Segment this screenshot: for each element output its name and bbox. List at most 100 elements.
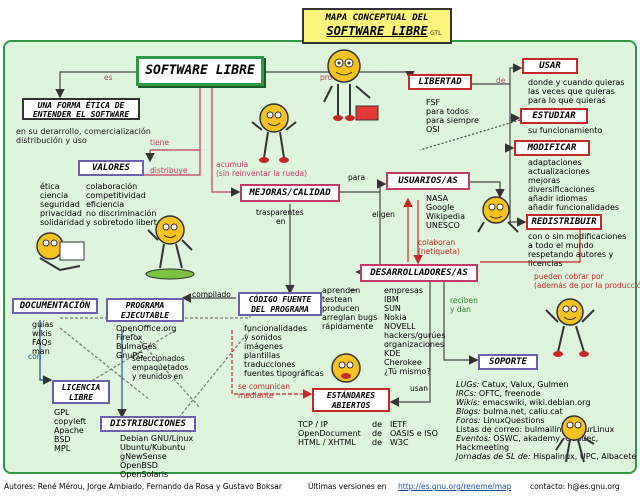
link-distribuye: [120, 150, 201, 176]
soporte-row-value: bulma.net, caliu.cat: [483, 407, 563, 416]
title-line-1: MAPA CONCEPTUAL DEL: [325, 13, 429, 23]
mascot-megaphone-icon: [477, 196, 519, 233]
label-colaboran: colaboran (netiqueta): [418, 238, 460, 256]
soporte-row-key: Blogs:: [456, 407, 481, 416]
link-usan: [389, 282, 431, 407]
soporte-row: Listas de correo: bulmailing, AsturLinux: [456, 425, 640, 434]
soporte-row: Wikis: emacswiki, wiki.debian.org: [456, 398, 640, 407]
soporte-row: Blogs: bulma.net, caliu.cat: [456, 407, 640, 416]
node-mejoras: MEJORAS/CALIDAD: [240, 184, 340, 202]
footer-contact: contacto: h@es.gnu.org: [530, 482, 620, 491]
label-trasparentes: trasparentes en: [256, 208, 304, 226]
soporte-row-value: Hispalinux, UPC, Albacete: [533, 452, 637, 461]
link-es: [55, 71, 140, 99]
soporte-row-value: LinuxQuestions: [483, 416, 545, 425]
soporte-row: Eventos: OSWC, akademy, Guadec, Hackmeet…: [456, 434, 640, 452]
soporte-row-key: Jornadas de SL de:: [456, 452, 531, 461]
soporte-row: Foros: LinuxQuestions: [456, 416, 640, 425]
soporte-row: Jornadas de SL de: Hispalinux, UPC, Alba…: [456, 452, 640, 461]
label-distribuye: distribuye: [150, 166, 188, 175]
soporte-row-value: Listas de correo: bulmailing, AsturLinux: [456, 425, 615, 434]
estudiar-desc: su funcionamiento: [528, 126, 603, 135]
link-con: [39, 320, 53, 385]
soporte-row-key: IRCs:: [456, 389, 477, 398]
label-eligen: eligen: [372, 210, 395, 219]
label-tiene: tiene: [150, 138, 170, 147]
node-estudiar: ESTUDIAR: [520, 108, 588, 124]
mascot-dancing-icon: [545, 298, 595, 357]
link-de: [470, 63, 523, 85]
label-acumula: acumula (sin reinventar la rueda): [216, 160, 308, 178]
title-line-2: SOFTWARE LIBRE: [326, 24, 428, 38]
node-desarrolladores: DESARROLLADORES/AS: [360, 264, 478, 282]
node-documentacion: DOCUMENTACIÓN: [12, 298, 98, 314]
label-se-comunican: se comunican mediante: [238, 382, 290, 400]
soporte-row: LUGs: Catux, Valux, Gulmen: [456, 380, 640, 389]
link-se-comunican: [231, 330, 313, 399]
link-acumula: [211, 84, 241, 197]
footer-authors: Autores: René Mérou, Jorge Ambiado, Fern…: [4, 482, 282, 491]
mascot-skate-icon: [145, 215, 195, 280]
soporte-row-key: Wikis:: [456, 398, 480, 407]
soporte-row-key: LUGs:: [456, 380, 480, 389]
soporte-row-key: Foros:: [456, 416, 481, 425]
mascot-balloon-icon: [323, 49, 379, 121]
footer-versions: Últimas versiones en: [308, 482, 387, 491]
link-pueden-cobrar: [480, 215, 585, 263]
node-programa-ejecutable: PROGRAMA EJECUTABLE: [106, 298, 184, 322]
label-con: con: [28, 352, 42, 361]
mascot-talking-icon: [331, 353, 361, 383]
node-valores: VALORES: [78, 160, 144, 176]
link-eligen: [355, 190, 381, 277]
link-tiene: [145, 84, 201, 163]
node-libertad: LIBERTAD: [408, 74, 472, 90]
soporte-row-key: Eventos:: [456, 434, 491, 443]
soporte-row-value: OFTC, freenode: [478, 389, 541, 398]
node-codigo-fuente: CÓDIGO FUENTE DEL PROGRAMA: [238, 292, 322, 316]
title-box: MAPA CONCEPTUAL DEL SOFTWARE LIBRE: [302, 8, 452, 44]
node-soporte: SOPORTE: [478, 354, 538, 370]
node-usar: USAR: [522, 58, 578, 74]
node-software-libre: SOFTWARE LIBRE: [136, 56, 264, 86]
soporte-row-value: OSWC, akademy, Guadec, Hackmeeting: [456, 434, 599, 452]
soporte-row: IRCs: OFTC, freenode: [456, 389, 640, 398]
node-distribuciones: DISTRIBUCIONES: [100, 416, 196, 432]
node-redistribuir: REDISTRIBUIR: [526, 214, 602, 230]
label-usan: usan: [410, 384, 429, 393]
forma-etica-desc: en su derarrollo, comercialización distr…: [16, 127, 151, 145]
mascot-jumping-icon: [251, 103, 297, 163]
label-seleccionados: seleccionados empaquetados y reunidos en: [132, 354, 189, 381]
node-forma-etica: UNA FORMA ÉTICA DE ENTENDER EL SOFTWARE: [22, 98, 140, 120]
label-es: es: [104, 73, 113, 82]
link-reciben: [443, 278, 479, 365]
node-modificar: MODIFICAR: [514, 140, 590, 156]
title-badge: GTL: [430, 30, 442, 37]
soporte-row-value: Catux, Valux, Gulmen: [481, 380, 569, 389]
label-para: para: [348, 173, 366, 182]
link-para: [340, 179, 387, 193]
footer-url-link[interactable]: http://es.gnu.org/reneme/map: [398, 482, 512, 491]
label-de: de: [496, 76, 506, 85]
soporte-row-value: emacswiki, wiki.debian.org: [482, 398, 591, 407]
label-reciben: reciben y dan: [450, 296, 478, 314]
node-estandares-abiertos: ESTÁNDARES ABIERTOS: [312, 388, 390, 412]
node-usuarios: USUARIOS/AS: [386, 172, 470, 190]
